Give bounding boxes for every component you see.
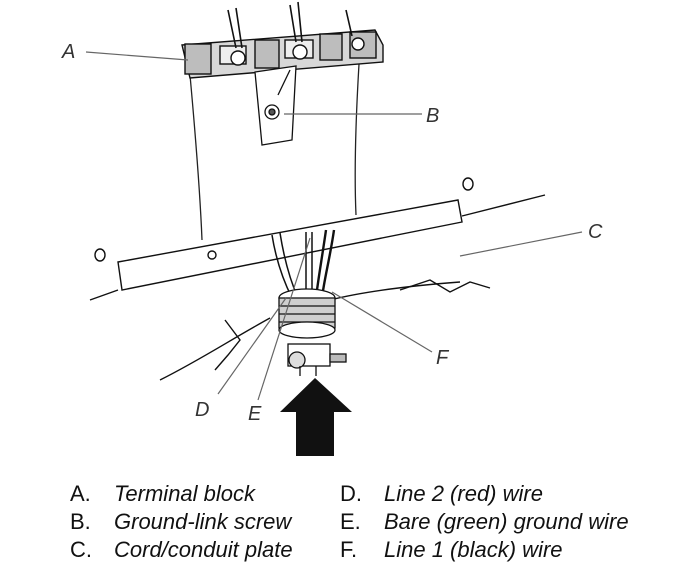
insert-direction-arrow — [280, 378, 352, 456]
legend-label: Line 1 (black) wire — [384, 537, 563, 562]
legend-letter: F. — [340, 537, 358, 562]
legend-label: Terminal block — [114, 481, 256, 506]
callout-d: D — [195, 399, 209, 421]
legend-label: Cord/conduit plate — [114, 537, 293, 562]
callout-leaders — [85, 51, 583, 401]
callout-c: C — [588, 221, 603, 243]
legend-label: Bare (green) ground wire — [384, 509, 629, 534]
strain-relief-bushing — [278, 288, 347, 376]
legend-letter: C. — [70, 537, 92, 562]
legend: A. Terminal block D. Line 2 (red) wire B… — [70, 480, 680, 564]
wiring-diagram: A B C D E F — [61, 1, 603, 456]
legend-label: Line 2 (red) wire — [384, 481, 543, 506]
legend-item-ground-link-screw: B. Ground-link screw — [70, 509, 340, 535]
legend-item-conduit-plate: C. Cord/conduit plate — [70, 537, 340, 563]
conduit-plate — [89, 177, 546, 381]
legend-letter: D. — [340, 481, 362, 506]
back-panel — [189, 47, 361, 241]
ground-link-strip — [254, 65, 297, 146]
legend-label: Ground-link screw — [114, 509, 292, 534]
callout-f: F — [436, 347, 450, 369]
legend-letter: E. — [340, 509, 361, 534]
callout-a: A — [61, 41, 75, 63]
legend-item-line-2-wire: D. Line 2 (red) wire — [340, 481, 670, 507]
legend-row: C. Cord/conduit plate F. Line 1 (black) … — [70, 536, 680, 564]
callout-b: B — [426, 105, 439, 127]
terminal-block — [181, 1, 384, 79]
legend-row: B. Ground-link screw E. Bare (green) gro… — [70, 508, 680, 536]
legend-item-line-1-wire: F. Line 1 (black) wire — [340, 537, 670, 563]
legend-letter: A. — [70, 481, 91, 506]
legend-item-ground-wire: E. Bare (green) ground wire — [340, 509, 670, 535]
legend-letter: B. — [70, 509, 91, 534]
callout-e: E — [248, 403, 262, 425]
legend-row: A. Terminal block D. Line 2 (red) wire — [70, 480, 680, 508]
legend-item-terminal-block: A. Terminal block — [70, 481, 340, 507]
